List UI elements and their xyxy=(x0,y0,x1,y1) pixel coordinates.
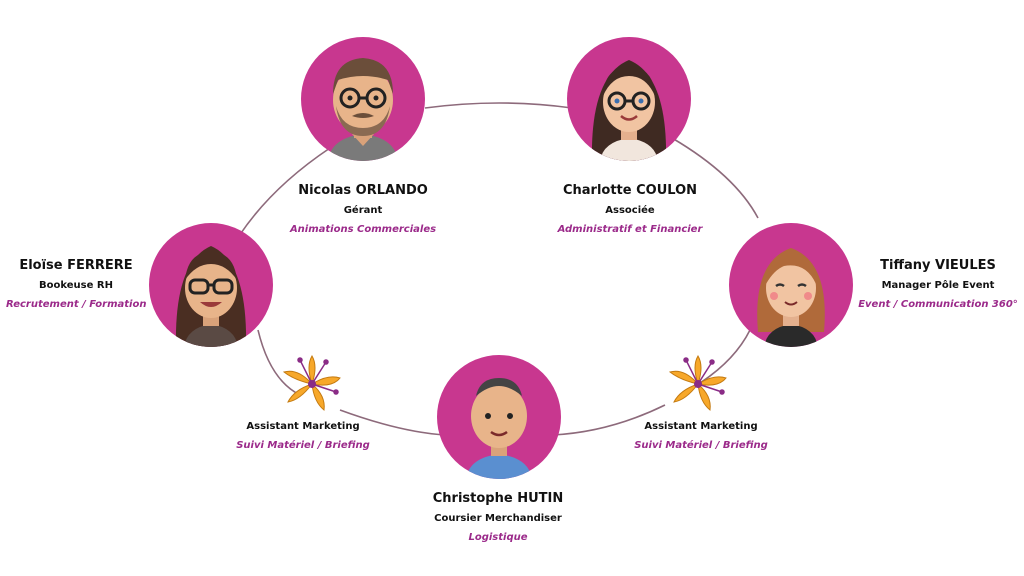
assistant-role: Assistant Marketing xyxy=(246,421,360,432)
member-role: Manager Pôle Event xyxy=(881,280,995,292)
flower-icon xyxy=(282,355,341,411)
avatar-christophe xyxy=(437,355,561,479)
avatar-nicolas xyxy=(301,37,425,161)
member-name: Christophe HUTIN xyxy=(432,491,564,506)
member-role: Bookeuse RH xyxy=(39,280,113,292)
member-role: Gérant xyxy=(343,205,383,217)
member-department: Animations Commerciales xyxy=(289,223,437,235)
assistant-department: Suivi Matériel / Briefing xyxy=(236,439,370,451)
member-department: Event / Communication 360° xyxy=(858,298,1018,310)
assistant-role: Assistant Marketing xyxy=(644,421,758,432)
member-label-charlotte: Charlotte COULON Associée Administratif … xyxy=(535,183,725,236)
assistant-label-right: Assistant Marketing Suivi Matériel / Bri… xyxy=(626,421,776,452)
member-name: Tiffany VIEULES xyxy=(880,258,996,273)
ring-path xyxy=(214,102,759,436)
flower-icon xyxy=(668,355,727,411)
member-label-christophe: Christophe HUTIN Coursier Merchandiser L… xyxy=(403,491,593,544)
member-label-tiffany: Tiffany VIEULES Manager Pôle Event Event… xyxy=(858,258,1018,311)
avatar-eloise xyxy=(149,223,273,347)
member-label-eloise: Eloïse FERRERE Bookeuse RH Recrutement /… xyxy=(6,258,146,311)
member-department: Logistique xyxy=(468,531,528,543)
assistant-department: Suivi Matériel / Briefing xyxy=(634,439,768,451)
member-role: Coursier Merchandiser xyxy=(434,513,562,525)
member-name: Nicolas ORLANDO xyxy=(298,183,428,198)
member-name: Eloïse FERRERE xyxy=(19,258,133,273)
member-department: Recrutement / Formation xyxy=(6,298,147,310)
member-name: Charlotte COULON xyxy=(562,183,698,198)
member-label-nicolas: Nicolas ORLANDO Gérant Animations Commer… xyxy=(273,183,453,236)
member-role: Associée xyxy=(605,205,655,217)
avatar-charlotte xyxy=(567,37,691,161)
avatar-tiffany xyxy=(729,223,853,347)
assistant-label-left: Assistant Marketing Suivi Matériel / Bri… xyxy=(228,421,378,452)
member-department: Administratif et Financier xyxy=(557,223,703,235)
